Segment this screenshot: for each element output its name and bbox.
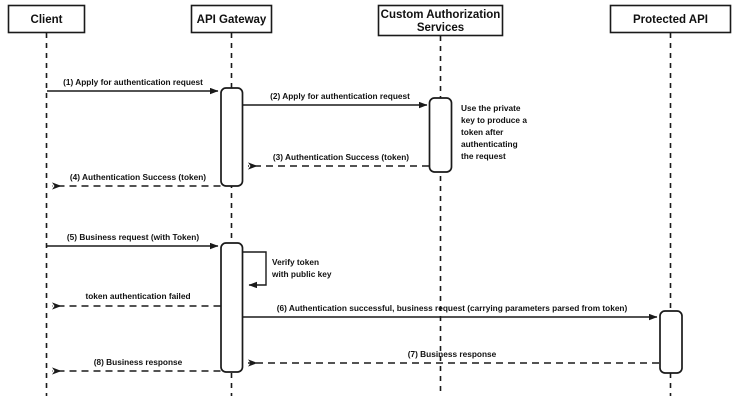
participant-label-protected-api: Protected API (633, 14, 708, 26)
message-5-label: (5) Business request (with Token) (67, 232, 199, 242)
note-private-key-line-4: authenticating (461, 139, 518, 149)
participant-label-api-gateway: API Gateway (197, 14, 267, 26)
self-message-verify-token[interactable]: Verify token with public key (243, 251, 332, 289)
lifelines-group (45, 33, 672, 396)
activation-custom-auth (428, 97, 453, 173)
participant-label-custom-auth: Custom Authorization (381, 9, 501, 21)
participant-label-client: Client (31, 14, 63, 26)
note-private-key-line-1: Use the private (461, 103, 521, 113)
message-3-label: (3) Authentication Success (token) (273, 152, 409, 162)
activation-bars-group (220, 87, 683, 374)
note-private-key-line-2: key to produce a (461, 115, 527, 125)
note-private-key-line-3: token after (461, 127, 504, 137)
message-5[interactable]: (5) Business request (with Token) (47, 232, 219, 250)
note-private-key: Use the private key to produce a token a… (461, 103, 527, 161)
participant-custom-auth[interactable]: Custom Authorization Services (377, 4, 504, 37)
self-message-verify-token-line-2: with public key (271, 269, 332, 279)
self-message-verify-token-line-1: Verify token (272, 257, 319, 267)
activation-protected-api (659, 310, 683, 374)
participant-label-custom-auth-line2: Services (417, 22, 464, 34)
note-private-key-line-5: the request (461, 151, 506, 161)
participant-protected-api[interactable]: Protected API (609, 4, 732, 34)
message-7[interactable]: (7) Business response (248, 349, 659, 367)
message-6-label: (6) Authentication successful, business … (277, 303, 628, 313)
message-4[interactable]: (4) Authentication Success (token) (52, 172, 221, 190)
message-8-label: (8) Business response (94, 357, 183, 367)
message-2-label: (2) Apply for authentication request (270, 91, 410, 101)
message-1[interactable]: (1) Apply for authentication request (47, 77, 219, 95)
message-1-label: (1) Apply for authentication request (63, 77, 203, 87)
message-2[interactable]: (2) Apply for authentication request (242, 91, 428, 109)
participant-api-gateway[interactable]: API Gateway (190, 4, 273, 34)
message-3[interactable]: (3) Authentication Success (token) (248, 152, 429, 170)
message-token-auth-failed[interactable]: token authentication failed (52, 291, 221, 310)
message-token-auth-failed-label: token authentication failed (85, 291, 190, 301)
activation-api-gateway-auth (220, 87, 244, 187)
activation-api-gateway-business (220, 242, 244, 373)
message-7-label: (7) Business response (408, 349, 497, 359)
participant-client[interactable]: Client (7, 4, 86, 34)
message-6[interactable]: (6) Authentication successful, business … (242, 303, 658, 321)
message-8[interactable]: (8) Business response (52, 357, 221, 375)
message-4-label: (4) Authentication Success (token) (70, 172, 206, 182)
